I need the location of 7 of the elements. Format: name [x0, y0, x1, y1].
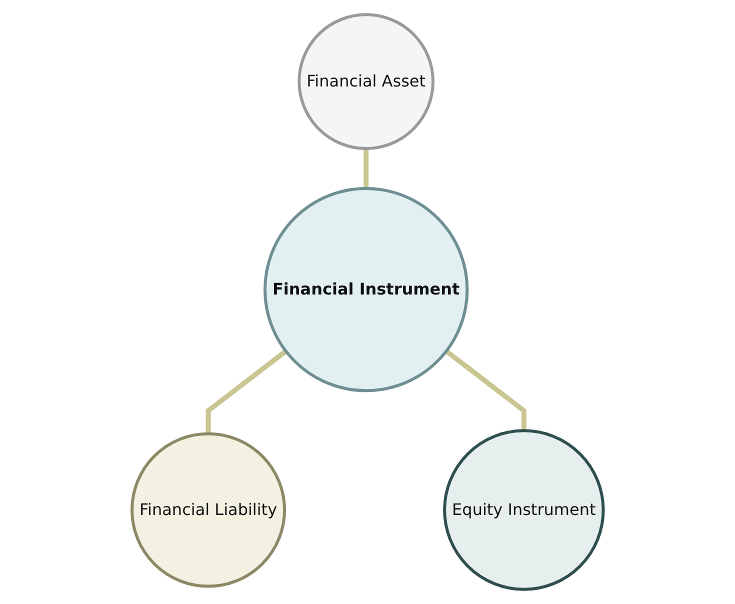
connector — [444, 349, 526, 431]
node-circle: Financial Instrument — [263, 187, 469, 392]
connector — [206, 349, 288, 434]
node-circle: Equity Instrument — [442, 429, 605, 591]
node-circle: Financial Liability — [130, 432, 286, 588]
connector — [363, 148, 368, 188]
node-circle: Financial Asset — [298, 13, 434, 150]
